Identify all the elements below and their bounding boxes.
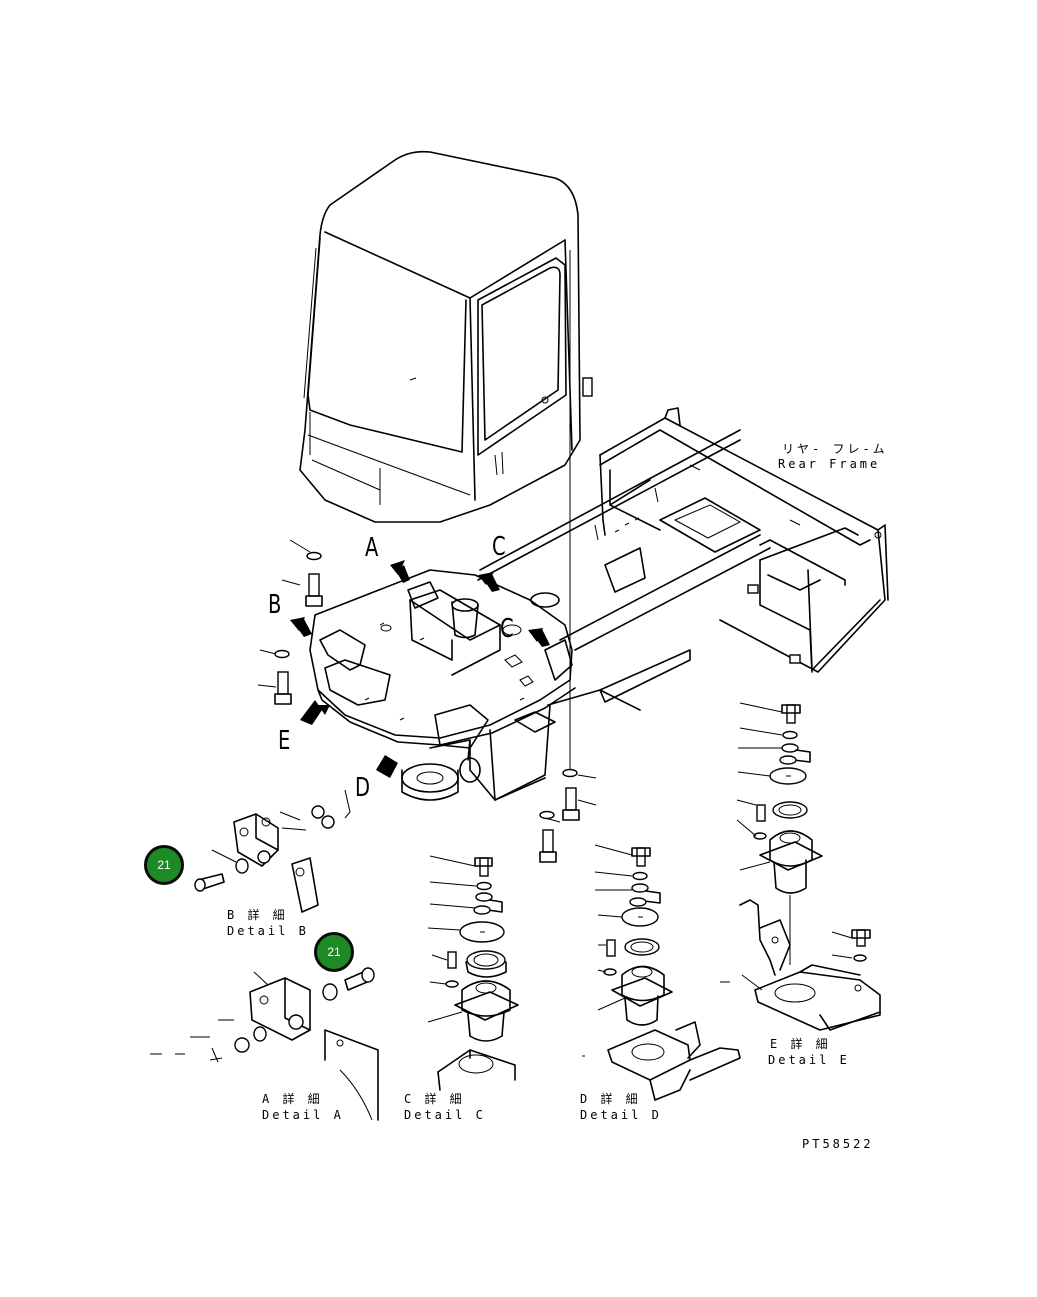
part-callout-21-detail-a[interactable]: 21 (314, 932, 354, 972)
detail-b-parts (194, 813, 319, 913)
detail-d-parts (582, 844, 741, 1101)
view-arrow-label-c-right: C (500, 614, 514, 644)
leader-lines (257, 539, 597, 831)
detail-b-title-jp: B 詳 細 (227, 908, 288, 922)
detail-e-title-jp: E 詳 細 (770, 1037, 831, 1051)
view-arrow-label-b: B (268, 590, 282, 620)
view-arrow-label-d: D (355, 773, 371, 803)
detail-e-title-en: Detail E (768, 1053, 850, 1067)
view-arrows (290, 560, 550, 819)
mount-bolts-right (539, 768, 580, 863)
part-callout-21-detail-b[interactable]: 21 (144, 845, 184, 885)
detail-c-title-jp: C 詳 細 (404, 1092, 465, 1106)
detail-c-parts (427, 855, 519, 1091)
mount-bolts-left (274, 551, 335, 829)
detail-a-parts (150, 967, 379, 1121)
view-arrow-label-c-top: C (492, 532, 506, 562)
detail-d-title-jp: D 詳 細 (580, 1092, 641, 1106)
main-frame (309, 569, 641, 801)
detail-c-title-en: Detail C (404, 1108, 486, 1122)
view-arrow-label-e: E (278, 726, 291, 756)
detail-a-title-jp: A 詳 細 (262, 1092, 323, 1106)
rear-frame-label-en: Rear Frame (778, 457, 881, 471)
rear-frame (477, 407, 889, 703)
drawing-code: PT58522 (802, 1137, 874, 1151)
operator-cab (299, 150, 593, 770)
detail-b-title-en: Detail B (227, 924, 309, 938)
detail-a-title-en: Detail A (262, 1108, 344, 1122)
detail-d-title-en: Detail D (580, 1108, 662, 1122)
detail-e-parts (720, 702, 881, 1031)
view-arrow-label-a: A (365, 533, 379, 563)
rear-frame-label-jp: リヤ- フレ-ム (782, 442, 888, 456)
